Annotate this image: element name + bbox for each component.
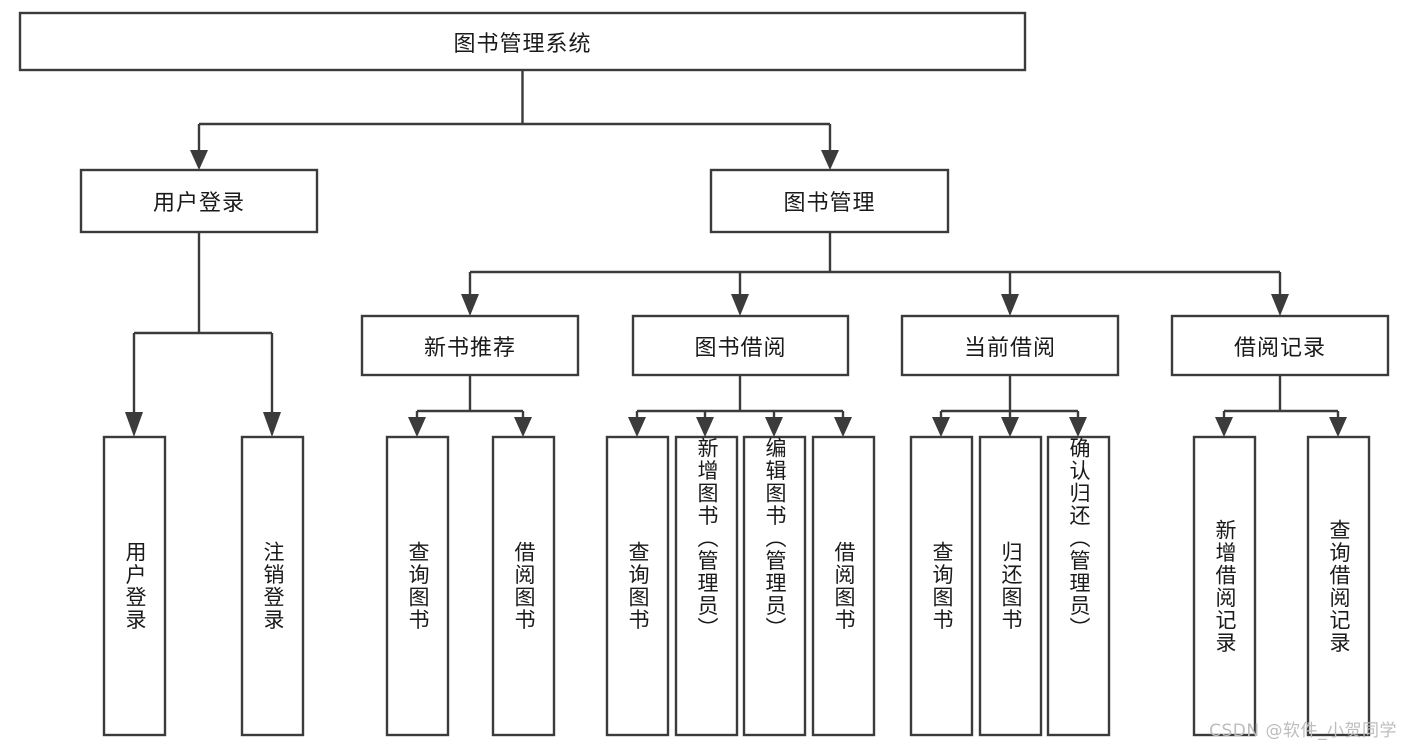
arrow-book-manage-to-borrow-record bbox=[1271, 294, 1289, 316]
node-box-leaf-edit-book[interactable] bbox=[742, 435, 807, 737]
node-box-leaf-add-record[interactable] bbox=[1192, 435, 1257, 737]
node-box-leaf-add-book[interactable] bbox=[674, 435, 739, 737]
arrow-book-manage-to-book-borrow bbox=[731, 294, 749, 316]
node-box-leaf-confirm-return[interactable] bbox=[1046, 435, 1111, 737]
connector-new-book-rec-bus bbox=[415, 375, 525, 420]
arrow-book-manage-to-current-borrow bbox=[1001, 294, 1019, 316]
node-box-current-borrow[interactable] bbox=[900, 314, 1120, 377]
arrow-book-manage-to-new-book-rec bbox=[461, 294, 479, 316]
connector-user-login-bus bbox=[132, 232, 274, 417]
arrow-book-borrow-to-leaf-borrow-book-2 bbox=[834, 417, 852, 437]
arrow-user-login-to-leaf-user-login bbox=[125, 412, 143, 437]
arrow-book-borrow-to-leaf-edit-book bbox=[765, 417, 783, 437]
node-box-borrow-record[interactable] bbox=[1170, 314, 1390, 377]
connector-current-borrow-bus bbox=[939, 375, 1080, 420]
node-box-leaf-user-login[interactable] bbox=[102, 435, 167, 737]
connector-book-borrow-bus bbox=[635, 375, 845, 420]
arrow-current-borrow-to-leaf-return-book bbox=[1001, 417, 1019, 437]
connector-root-bus bbox=[197, 70, 832, 152]
node-box-leaf-query-record[interactable] bbox=[1306, 435, 1371, 737]
arrow-root-to-book-manage bbox=[821, 150, 839, 170]
node-box-book-borrow[interactable] bbox=[631, 314, 850, 377]
node-box-new-book-rec[interactable] bbox=[360, 314, 580, 377]
node-box-root[interactable] bbox=[18, 11, 1027, 72]
arrow-new-book-rec-to-leaf-borrow-book-1 bbox=[514, 417, 532, 437]
arrow-current-borrow-to-leaf-confirm-return bbox=[1069, 417, 1087, 437]
node-box-leaf-query-book-2[interactable] bbox=[605, 435, 670, 737]
arrow-new-book-rec-to-leaf-query-book-1 bbox=[408, 417, 426, 437]
node-box-leaf-query-book-3[interactable] bbox=[909, 435, 974, 737]
arrow-root-to-user-login bbox=[190, 150, 208, 170]
node-box-leaf-logout[interactable] bbox=[240, 435, 305, 737]
node-box-leaf-borrow-book-2[interactable] bbox=[811, 435, 876, 737]
node-box-book-manage[interactable] bbox=[709, 168, 950, 234]
arrow-book-borrow-to-leaf-query-book-2 bbox=[628, 417, 646, 437]
arrow-borrow-record-to-leaf-query-record bbox=[1329, 417, 1347, 437]
node-box-leaf-return-book[interactable] bbox=[978, 435, 1043, 737]
arrow-book-borrow-to-leaf-add-book bbox=[696, 417, 714, 437]
arrow-user-login-to-leaf-logout bbox=[263, 412, 281, 437]
connector-book-manage-bus bbox=[468, 232, 1282, 296]
connector-borrow-record-bus bbox=[1222, 375, 1340, 420]
node-box-leaf-query-book-1[interactable] bbox=[385, 435, 450, 737]
node-box-leaf-borrow-book-1[interactable] bbox=[491, 435, 556, 737]
arrow-current-borrow-to-leaf-query-book-3 bbox=[932, 417, 950, 437]
arrow-borrow-record-to-leaf-add-record bbox=[1215, 417, 1233, 437]
node-box-user-login[interactable] bbox=[79, 168, 319, 234]
